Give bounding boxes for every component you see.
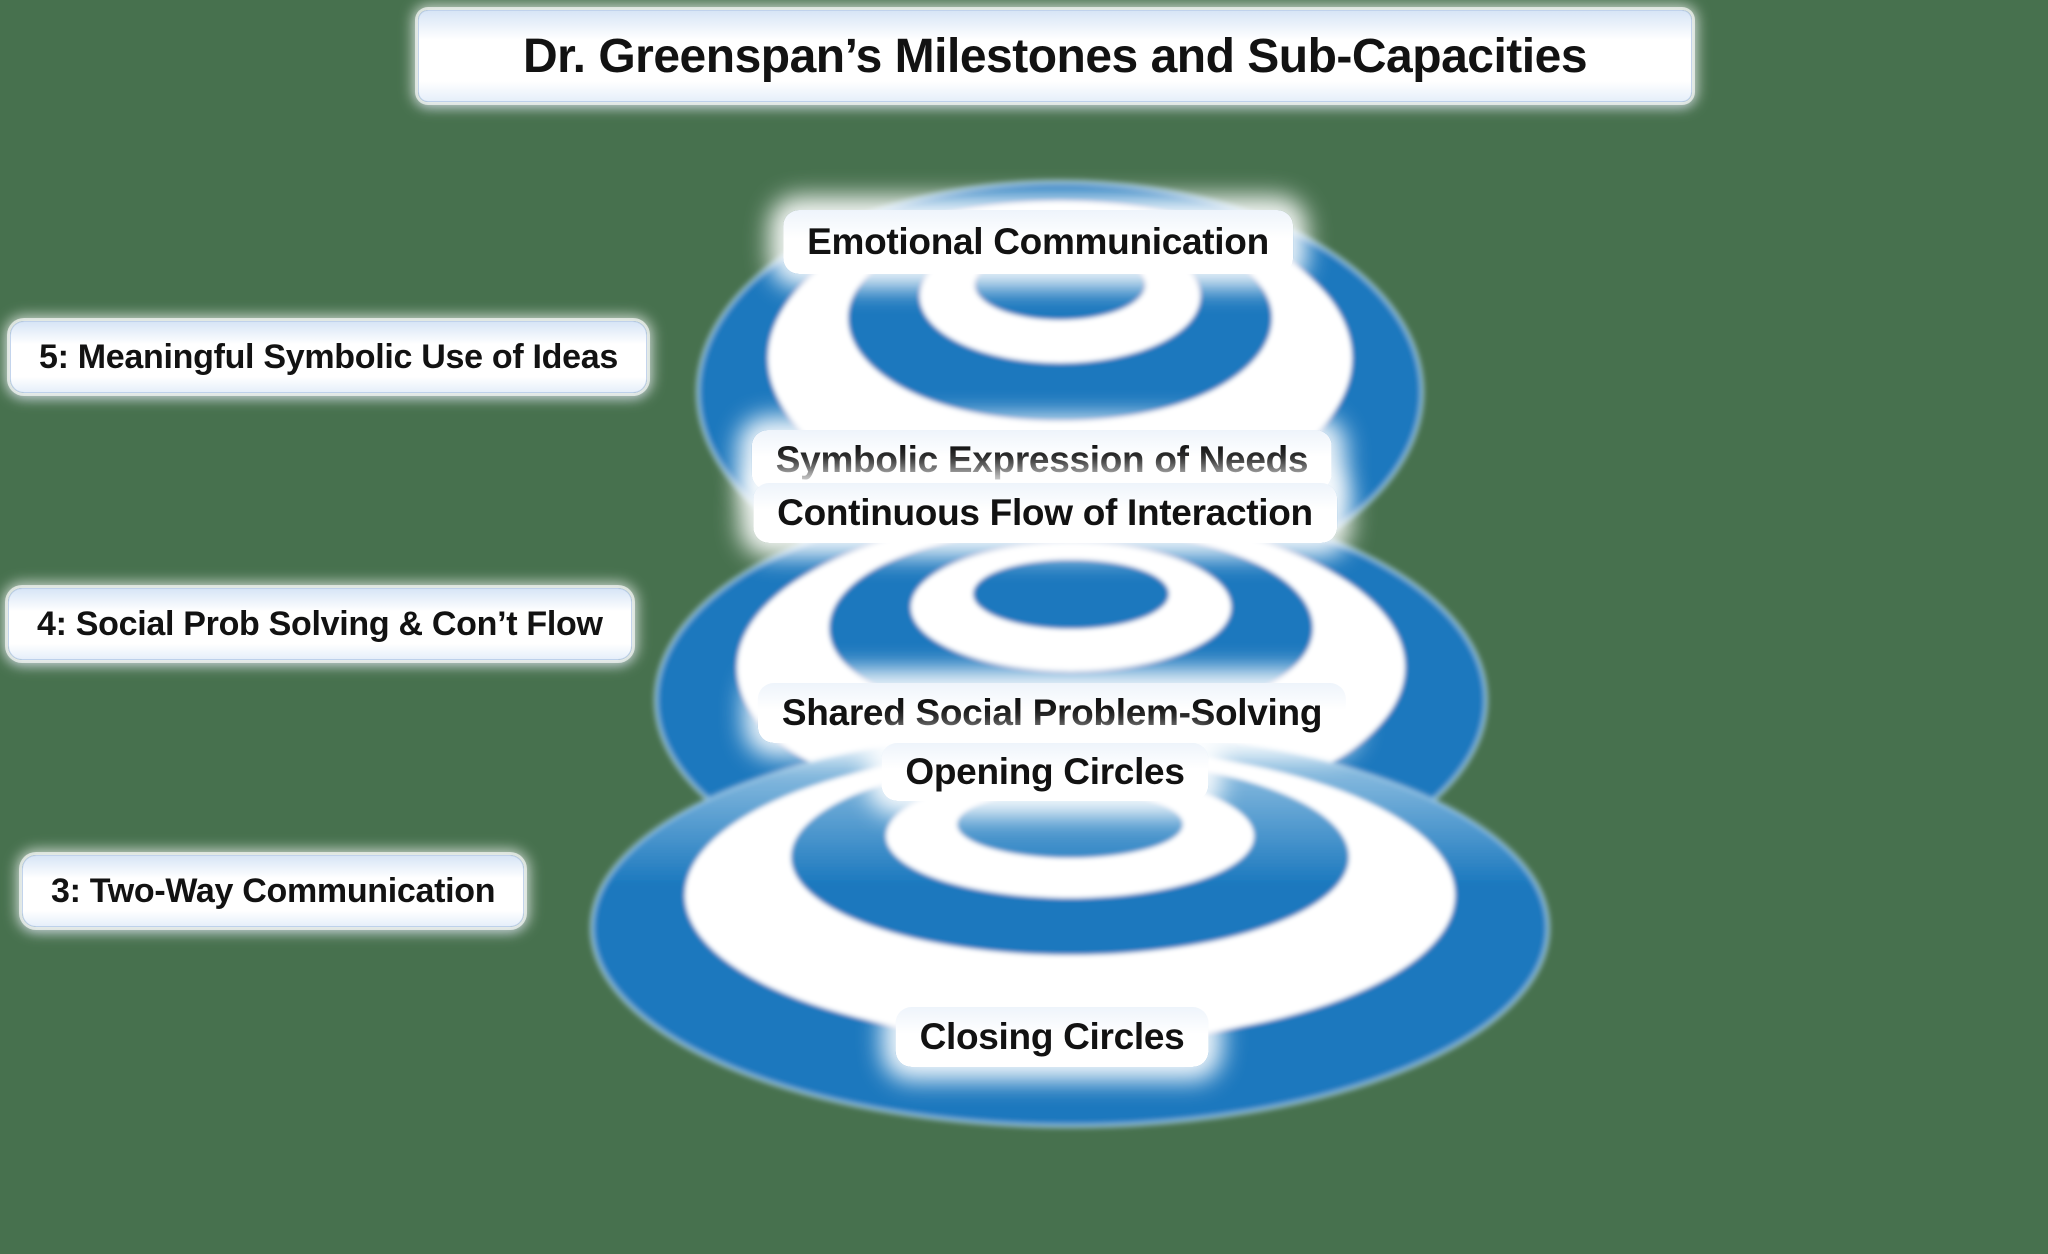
target-milestone-3 [589,727,1551,1129]
diagram-title: Dr. Greenspan’s Milestones and Sub-Capac… [418,10,1692,102]
milestone-5-label: 5: Meaningful Symbolic Use of Ideas [10,321,647,393]
sub-capacity-shared-problem-solving: Shared Social Problem-Solving [757,683,1347,743]
sub-capacity-closing-circles: Closing Circles [895,1007,1209,1067]
milestone3-ring-center [957,790,1183,858]
sub-capacity-symbolic-expression: Symbolic Expression of Needs [751,430,1333,490]
milestone-3-label: 3: Two-Way Communication [22,855,525,927]
sub-capacity-opening-circles: Opening Circles [881,743,1209,801]
sub-capacity-emotional-communication: Emotional Communication [783,210,1293,274]
milestone-4-label: 4: Social Prob Solving & Con’t Flow [8,588,632,660]
milestone4-ring-center [973,559,1169,629]
sub-capacity-continuous-flow: Continuous Flow of Interaction [753,483,1337,543]
